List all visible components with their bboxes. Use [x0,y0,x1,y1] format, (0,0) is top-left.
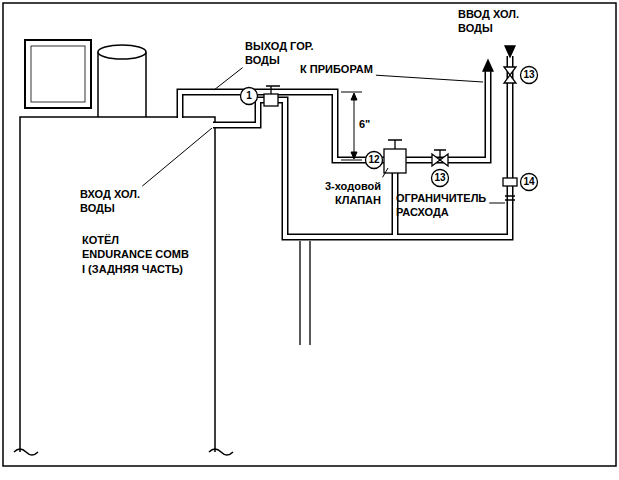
pipes [180,56,510,345]
callout-number: 13 [519,68,539,82]
break-mark [14,449,38,455]
dimension-6in [341,92,362,160]
label-text: 6" [359,118,370,130]
valve-1-body [264,94,278,106]
label-text: ВХОД ХОЛ. ВОДЫ [80,188,140,214]
callout-text: 13 [523,69,534,80]
leader-line [489,203,505,204]
valve-13-supply-symbol [504,67,516,83]
boiler-box: КОТЁЛ ENDURANCE COMB I (ЗАДНЯЯ ЧАСТЬ) [20,117,215,452]
leader-line [214,68,243,90]
flow-restrictor-symbol [505,196,515,200]
callout-circle [366,152,383,169]
part-label: ОГРАНИЧИТЕЛЬ РАСХОДА [396,192,496,220]
leader-line [142,128,212,186]
callout-number: 1 [239,89,259,103]
boiler-label: КОТЁЛ ENDURANCE COMB I (ЗАДНЯЯ ЧАСТЬ) [82,233,192,276]
label-text: ВВОД ХОЛ. ВОДЫ [458,8,519,34]
part-label: ВХОД ХОЛ. ВОДЫ [80,188,172,216]
callout-text: 13 [434,172,445,183]
label-text: 3-ходовой КЛАПАН [325,180,381,206]
callout-number: 13 [430,171,450,185]
label-text: ВЫХОД ГОР. ВОДЫ [245,40,313,66]
tee-14 [503,178,517,186]
valve-1-handle [266,86,280,94]
callout-circle [521,67,538,84]
part-label: 3-ходовой КЛАПАН [305,180,381,208]
three-way-valve-stem [388,140,402,149]
part-label: 6" [359,118,383,132]
label-text: ОГРАНИЧИТЕЛЬ РАСХОДА [396,192,486,218]
cold-pipe-outline [213,56,510,237]
fixture-pipe-outline [405,70,488,160]
drain-pipe [300,241,310,345]
valve-13-stem [434,150,446,160]
callout-text: 14 [523,176,534,187]
boiler-body [20,117,215,452]
callout-text: 12 [368,154,379,165]
dimension-lines [341,92,362,160]
bypass-pipe [393,172,397,237]
flue-pipe [98,52,146,117]
fixture-pipe [405,70,488,160]
bypass-pipe-outline [392,172,399,237]
supply-arrow [505,46,515,57]
hot-pipe [180,92,385,160]
label-text: К ПРИБОРАМ [300,63,373,75]
leader-line [383,168,388,177]
callout-circle [521,174,538,191]
frame-border [3,3,616,466]
callout-text: 1 [246,90,252,101]
part-label: К ПРИБОРАМ [300,63,400,77]
flue-pipe-top [98,45,146,59]
cold-pipe [213,56,510,237]
callout-number: 14 [519,175,539,189]
fittings [264,46,517,200]
boiler-outline [14,40,233,455]
callout-circle [241,88,258,105]
callout-number: 12 [364,153,384,167]
rear-panel-inner [31,46,85,102]
part-label: ВВОД ХОЛ. ВОДЫ [458,8,548,36]
leader-line [376,75,483,82]
fixture-arrow [483,60,493,71]
dimension-arrowheads [351,93,357,159]
callout-circle [432,170,449,187]
break-mark [209,449,233,455]
rear-panel-box [25,40,91,108]
